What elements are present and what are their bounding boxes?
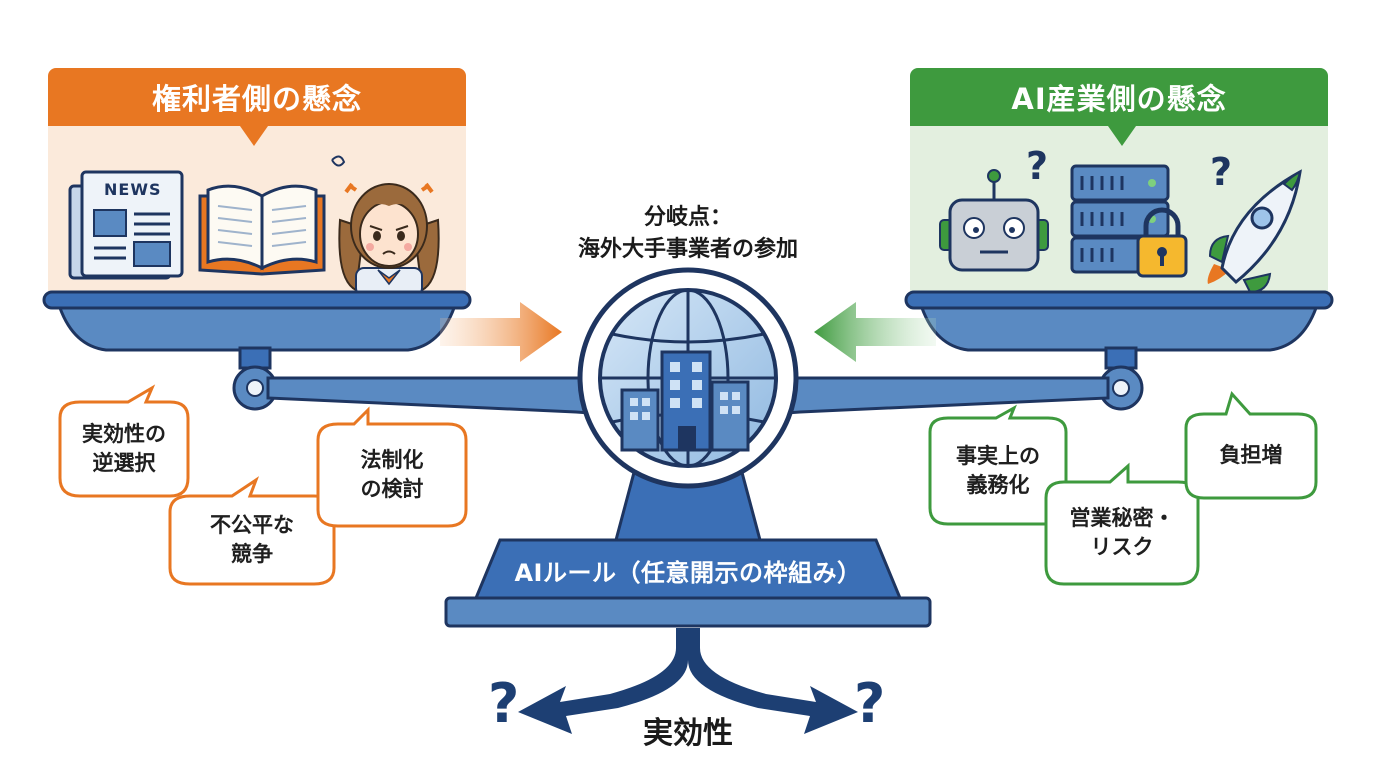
bottom-fork-arrow [518,628,858,734]
bubble-left-3: 法制化 の検討 [360,447,424,501]
right-to-center-arrow [814,302,936,362]
left-header-pointer [240,126,268,146]
rocket-question-mark: ? [1210,150,1233,194]
left-to-center-arrow [440,302,562,362]
bottom-right-question-mark: ? [854,672,886,735]
bubble-right-1-shape [928,404,1068,526]
rule-base-label: AIルール（任意開示の枠組み） [514,558,862,587]
bubble-left-1-shape [58,384,190,498]
right-panel-header-text: AI産業側の懸念 [1011,82,1227,116]
worried-girl-icon [331,155,440,297]
right-header-pointer [1108,126,1136,146]
bubble-right-3-shape [1184,391,1318,500]
right-panel-header: AI産業側の懸念 [910,68,1328,126]
bubble-left-3-shape [316,406,468,528]
open-book-icon [198,184,326,276]
bubble-left-2: 不公平な 競争 [210,512,294,566]
bubble-right-1: 事実上の 義務化 [956,443,1040,497]
left-pan [42,290,472,411]
server-lock-icon [1070,164,1188,278]
bubble-right-2: 営業秘密・ リスク [1069,505,1175,559]
globe-buildings-icon [577,267,799,489]
newspaper-news-label: NEWS [104,180,162,199]
branch-point-label: 分岐点： 海外大手事業者の参加 [577,205,798,262]
rule-base-plinth [444,596,932,628]
bubble-right-3: 負担増 [1219,443,1283,468]
robot-question-mark: ? [1026,144,1049,188]
newspaper-icon [68,170,184,280]
bottom-effectiveness-label: 実効性 [643,716,733,751]
left-panel-header-text: 権利者側の懸念 [151,82,362,116]
bottom-left-question-mark: ? [488,672,520,735]
left-panel-header: 権利者側の懸念 [48,68,466,126]
robot-icon [939,169,1049,272]
rocket-icon [1207,169,1302,294]
bubble-left-1: 実効性の 逆選択 [82,421,166,475]
